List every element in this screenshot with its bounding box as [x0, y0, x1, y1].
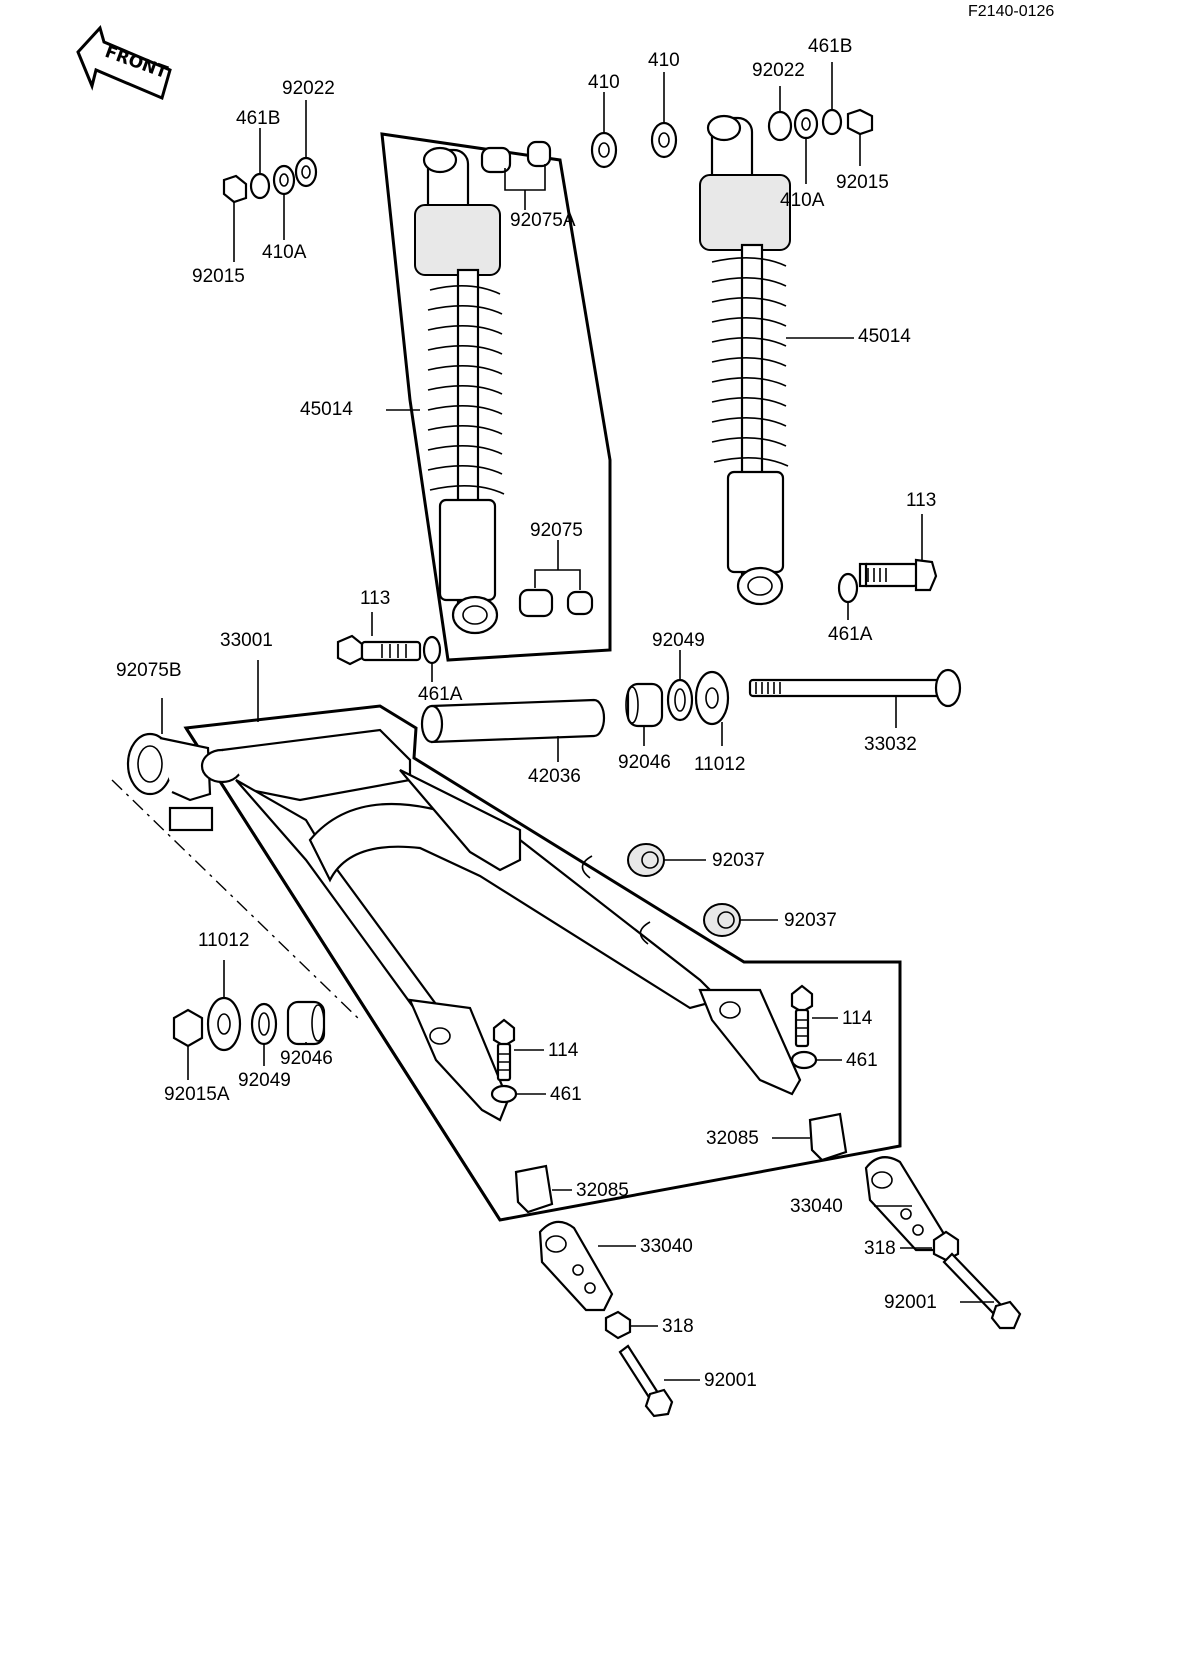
bearing-92046-top	[625, 682, 664, 728]
label-92022-left: 92022	[282, 78, 335, 99]
label-33032: 33032	[864, 734, 917, 755]
label-410-a: 410	[588, 72, 620, 93]
label-45014-left: 45014	[300, 399, 353, 420]
label-32085-left: 32085	[576, 1180, 629, 1201]
figure-code: F2140-0126	[968, 3, 1054, 20]
seal-92049-left	[250, 1002, 278, 1046]
cap-92037-a	[627, 843, 665, 877]
label-33040-right: 33040	[790, 1196, 843, 1217]
block-32085-right	[808, 1112, 848, 1162]
bolt-92001-right	[942, 1252, 1022, 1330]
label-32085-right: 32085	[706, 1128, 759, 1149]
washer-461-right	[790, 1050, 818, 1070]
label-92001-right: 92001	[884, 1292, 937, 1313]
bolt-113-left	[336, 634, 422, 666]
label-113-left: 113	[360, 588, 390, 609]
washer-410a-right	[793, 108, 819, 140]
label-92022-right: 92022	[752, 60, 805, 81]
label-92015-left: 92015	[192, 266, 245, 287]
label-461-left: 461	[550, 1084, 582, 1105]
label-461a-right: 461A	[828, 624, 873, 645]
right-shock-absorber	[699, 114, 791, 606]
collar-11012-top	[694, 670, 730, 726]
washer-410-b	[650, 121, 678, 159]
label-318-left: 318	[662, 1316, 694, 1337]
label-92015a: 92015A	[164, 1084, 230, 1105]
washer-410a-left	[272, 164, 296, 196]
label-11012-left: 11012	[198, 930, 249, 951]
label-92037-a: 92037	[712, 850, 765, 871]
washer-461-left	[490, 1084, 518, 1104]
collar-92075b	[126, 732, 214, 832]
label-114-left: 114	[548, 1040, 579, 1061]
label-92049-top: 92049	[652, 630, 705, 651]
label-92049-left: 92049	[238, 1070, 291, 1091]
label-45014-right: 45014	[858, 326, 911, 347]
label-92046-top: 92046	[618, 752, 671, 773]
adjuster-33040-left	[538, 1220, 614, 1312]
label-461-right: 461	[846, 1050, 878, 1071]
washer-461a-left	[422, 635, 442, 665]
collar-11012-left	[206, 996, 242, 1052]
washer-461a-right	[837, 572, 859, 604]
label-92001-left: 92001	[704, 1370, 757, 1391]
washer-461b-right	[821, 108, 843, 136]
washer-410-a	[590, 131, 618, 169]
label-410a-left: 410A	[262, 242, 307, 263]
label-33040-left: 33040	[640, 1236, 693, 1257]
block-32085-left	[514, 1164, 554, 1214]
label-114-right: 114	[842, 1008, 873, 1029]
label-11012-top: 11012	[694, 754, 745, 775]
washer-461b-left	[249, 172, 271, 200]
label-42036: 42036	[528, 766, 581, 787]
label-92046-left: 92046	[280, 1048, 333, 1069]
label-318-right: 318	[864, 1238, 896, 1259]
adjuster-33040-right	[864, 1156, 946, 1252]
cap-92037-b	[703, 903, 741, 937]
left-shock-absorber	[414, 146, 505, 635]
swingarm-group-outline	[183, 704, 902, 1222]
seal-92049-top	[666, 678, 694, 722]
bolt-92001-left	[618, 1344, 674, 1418]
label-33001: 33001	[220, 630, 273, 651]
bolt-114-left	[492, 1018, 516, 1082]
label-92075b: 92075B	[116, 660, 182, 681]
label-113-right: 113	[906, 490, 936, 511]
label-92015-right: 92015	[836, 172, 889, 193]
nut-92015-left	[222, 174, 248, 204]
washer-92022-left	[294, 156, 318, 188]
washer-92022-right	[767, 110, 793, 142]
bolt-114-right	[790, 984, 814, 1048]
front-arrow-icon: FRONT	[76, 25, 172, 101]
bolt-113-right	[858, 558, 938, 592]
label-461a-left: 461A	[418, 684, 463, 705]
bushing-92075	[518, 588, 594, 618]
label-92037-b: 92037	[784, 910, 837, 931]
label-410-b: 410	[648, 50, 680, 71]
label-92075: 92075	[530, 520, 583, 541]
label-461b-left: 461B	[236, 108, 280, 129]
bushing-92075a	[480, 140, 552, 174]
nut-92015-right	[846, 108, 874, 136]
nut-318-left	[604, 1310, 632, 1340]
left-shock-group-outline	[380, 132, 612, 662]
label-410a-right: 410A	[780, 190, 825, 211]
label-92075a: 92075A	[510, 210, 576, 231]
label-461b-right: 461B	[808, 36, 852, 57]
nut-92015a	[172, 1008, 204, 1048]
bearing-92046-left	[286, 1000, 326, 1046]
pivot-shaft-33032	[748, 668, 962, 708]
sleeve-42036	[420, 698, 606, 744]
